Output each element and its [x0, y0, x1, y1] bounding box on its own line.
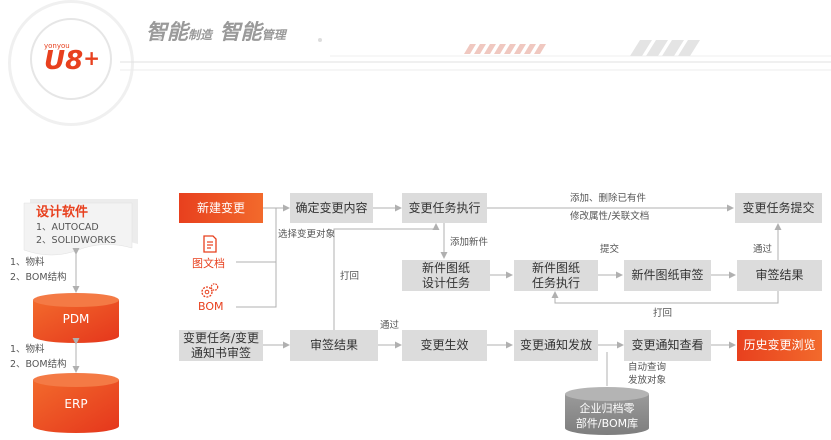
logo-ring-inner — [30, 18, 112, 100]
slogan-1-small: 制造 — [188, 28, 213, 42]
slogan-2-small: 管理 — [261, 28, 286, 42]
node-task-submit[interactable]: 变更任务提交 — [735, 193, 822, 223]
node-task-exec[interactable]: 变更任务执行 — [402, 193, 487, 223]
node-notice-publish[interactable]: 变更通知发放 — [514, 330, 598, 361]
node-new-drawing-exec-line1: 新件图纸 — [531, 260, 580, 275]
node-new-drawing-review[interactable]: 新件图纸审签 — [624, 260, 711, 291]
doc-line-2: 2、SOLIDWORKS — [36, 235, 117, 246]
node-history[interactable]: 历史变更浏览 — [737, 330, 822, 361]
archive-label: 企业归档零 部件/BOM库 — [565, 401, 649, 431]
logo-brand-plus: + — [83, 46, 100, 70]
logo-ring-outer — [8, 0, 134, 126]
erp-note-2: 2、BOM结构 — [10, 359, 67, 370]
node-new-drawing-task[interactable]: 新件图纸 设计任务 — [402, 260, 490, 291]
slogan-1-big: 智能 — [146, 20, 188, 44]
pdm-note-1: 1、物料 — [10, 257, 45, 268]
node-effective[interactable]: 变更生效 — [402, 330, 487, 361]
pdm-note-2: 2、BOM结构 — [10, 272, 67, 283]
node-review-result-bottom[interactable]: 审签结果 — [290, 330, 378, 361]
node-notice-review-line1: 变更任务/变更 — [182, 330, 260, 345]
node-new-drawing-task-line2: 设计任务 — [421, 275, 470, 290]
edge-label-pass-top: 通过 — [753, 244, 773, 255]
node-new-change[interactable]: 新建变更 — [179, 193, 263, 223]
erp-note-1: 1、物料 — [10, 344, 45, 355]
node-notice-review-line2: 通知书审签 — [190, 345, 251, 360]
bom-icon-label: BOM — [198, 300, 224, 313]
edge-label-submit: 提交 — [600, 244, 620, 255]
node-new-drawing-exec[interactable]: 新件图纸 任务执行 — [514, 260, 598, 291]
edge-label-auto-query-2: 发放对象 — [628, 375, 667, 386]
edge-label-add-new-part: 添加新件 — [450, 237, 489, 248]
edge-label-auto-query-1: 自动查询 — [628, 362, 667, 373]
node-new-drawing-exec-line2: 任务执行 — [531, 275, 580, 290]
edge-label-add-delete-2: 修改属性/关联文档 — [570, 211, 650, 222]
edge-label-add-delete-1: 添加、删除已有件 — [570, 193, 647, 204]
doc-line-1: 1、AUTOCAD — [36, 222, 99, 233]
logo-brand: U8+ — [44, 46, 100, 76]
doc-icon-label: 图文档 — [192, 257, 225, 270]
node-notice-review[interactable]: 变更任务/变更 通知书审签 — [179, 330, 263, 361]
erp-label: ERP — [64, 397, 88, 411]
doc-title: 设计软件 — [36, 205, 89, 220]
archive-line-1: 企业归档零 — [579, 402, 635, 415]
archive-line-2: 部件/BOM库 — [575, 417, 639, 430]
edge-label-reject-left: 打回 — [340, 271, 360, 282]
logo-brand-big: U8 — [44, 46, 84, 76]
slogan-2-big: 智能 — [219, 20, 262, 44]
document-icon — [202, 235, 218, 253]
edge-label-select-objects: 选择变更对象 — [278, 229, 336, 240]
node-notice-view[interactable]: 变更通知查看 — [624, 330, 711, 361]
edge-label-pass-bottom: 通过 — [380, 320, 400, 331]
edge-label-reject-bottom: 打回 — [653, 308, 673, 319]
node-review-result-top[interactable]: 审签结果 — [737, 260, 822, 291]
logo-brand-small: yonyou — [44, 42, 70, 50]
pdm-label: PDM — [62, 312, 90, 326]
slogan: 智能制造 智能管理 — [146, 16, 286, 46]
node-new-drawing-task-line1: 新件图纸 — [421, 260, 470, 275]
node-confirm-content[interactable]: 确定变更内容 — [290, 193, 373, 223]
gears-icon — [200, 282, 220, 300]
